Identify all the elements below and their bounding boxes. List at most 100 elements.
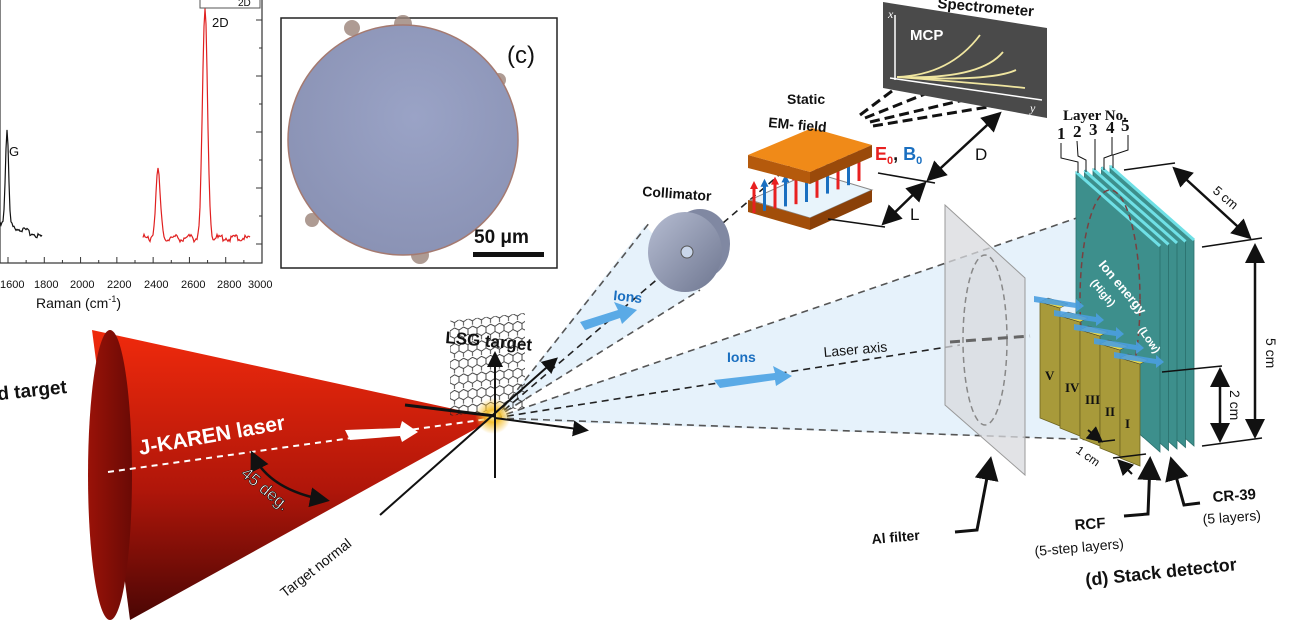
2d-band-curve <box>142 8 251 244</box>
raman-legend-box <box>199 0 261 9</box>
laser-axis-label: Laser axis <box>823 338 888 360</box>
raman-spectrum-panel: 2D G 2D 1600 1800 2000 2200 2400 2600 28… <box>0 0 272 311</box>
raman-plot-frame <box>0 0 263 264</box>
angle-arc <box>250 450 330 508</box>
field-arrow-head <box>781 174 790 183</box>
layer-numbers: 1 2 3 4 5 <box>1057 116 1130 143</box>
mcp-spectrometer: x y MCP Spectrometer <box>883 0 1047 118</box>
raman-legend-text: 2D <box>238 0 251 9</box>
rcf-step <box>1079 329 1101 447</box>
x-tick-label: 2000 <box>70 279 94 291</box>
target-surface-line <box>404 403 496 418</box>
layer-number: 2 <box>1073 122 1082 141</box>
depth-dim-arrow <box>1172 166 1252 240</box>
x-tick-label: 2200 <box>107 279 131 291</box>
rcf-step-label: III <box>1085 392 1100 407</box>
x-tick-label: 1600 <box>0 279 24 291</box>
al-filter: Al filter <box>871 203 1031 547</box>
step-dim-arrow-1 <box>1085 426 1104 443</box>
layer-number: 4 <box>1106 118 1115 137</box>
panel-c-label: (c) <box>507 42 535 69</box>
field-arrow-head <box>771 176 779 185</box>
laser-cone-base <box>88 330 132 620</box>
rcf-label: RCF <box>1074 515 1106 534</box>
target-normal-label: Target normal <box>277 535 354 600</box>
upper-plate-top <box>748 128 872 172</box>
rcf-sub-label: (5-step layers) <box>1034 535 1125 559</box>
step-dim-label: 1 cm <box>1073 443 1102 469</box>
dim-line-top <box>877 172 936 184</box>
height-dim-label: 5 cm <box>1263 338 1279 368</box>
laser-cone: J-KAREN laser 45 deg. <box>88 330 496 620</box>
rcf-ion-arrow <box>1114 352 1164 368</box>
rcf-step <box>1099 343 1121 457</box>
g-peak-label: G <box>9 144 19 159</box>
x-tick-label: 3000 <box>248 279 272 291</box>
beam-footprint-detector <box>1079 189 1141 411</box>
raman-y-ticks <box>256 19 262 245</box>
beam-footprint <box>962 254 1008 426</box>
raman-x-tick-labels: 1600 1800 2000 2200 2400 2600 2800 3000 <box>0 279 272 291</box>
horizontal-axis-arrow <box>494 417 589 437</box>
rcf-pointer <box>1123 456 1162 518</box>
mcp-label: MCP <box>910 27 943 44</box>
collimator-label: Collimator <box>642 183 713 204</box>
layer-leader-lines <box>1060 135 1129 173</box>
collimator: Collimator <box>642 183 730 292</box>
rcf-step-label: II <box>1105 404 1115 419</box>
step-dim-arrow-2 <box>1117 459 1135 477</box>
cr39-label: CR-39 <box>1212 486 1256 506</box>
depth-dim-line-bottom <box>1201 237 1263 248</box>
target-normal-line <box>379 357 558 516</box>
layer-number: 3 <box>1089 120 1098 139</box>
upper-plate-side <box>810 145 872 184</box>
field-arrow-head <box>760 178 769 187</box>
mcp-screen <box>883 2 1047 118</box>
cr39-layer-edge <box>1075 170 1161 248</box>
2d-peak-label: 2D <box>212 15 229 30</box>
em-field-label: EM- field <box>768 114 828 135</box>
upper-plate-front <box>748 155 810 184</box>
ions-lower: Ions <box>714 349 792 388</box>
cut-target-label: d target <box>0 377 68 405</box>
x-tick-label: 2400 <box>144 279 168 291</box>
layer-number: 5 <box>1121 116 1130 135</box>
dim-l-arrow <box>881 181 927 226</box>
mcp-y-axis <box>889 77 1043 101</box>
depth-dim-line-top <box>1123 162 1176 171</box>
static-label: Static <box>787 91 825 107</box>
mcp-y-label: y <box>1029 101 1036 115</box>
collimator-aperture <box>680 245 694 259</box>
x-tick-label: 2600 <box>181 279 205 291</box>
laser-axis-through-filter <box>949 334 1031 344</box>
rcf-step <box>1039 301 1061 427</box>
cr39-sub-label: (5 layers) <box>1202 507 1261 527</box>
laser-direction-arrow <box>345 421 418 442</box>
step-dim-line-2 <box>1112 453 1147 459</box>
rcf-step-label: I <box>1125 416 1130 431</box>
mcp-x-label: x <box>887 7 894 21</box>
cr39-layer-edge <box>1100 166 1187 243</box>
x-tick-label: 2800 <box>217 279 241 291</box>
ions-lower-label: Ions <box>727 349 756 365</box>
rcf-step <box>1059 315 1081 437</box>
raman-x-axis-label: Raman (cm-1) <box>36 294 121 311</box>
al-filter-label: Al filter <box>871 527 921 547</box>
rcf-dim-line-bottom <box>1201 437 1263 447</box>
rcf-ion-arrow <box>1034 296 1084 312</box>
layer-number: 1 <box>1057 124 1066 143</box>
al-filter-pointer <box>954 456 999 534</box>
scale-bar <box>473 252 544 257</box>
rcf-step-label: IV <box>1065 380 1080 395</box>
dim-l-label: L <box>910 205 919 224</box>
ions-upper-arrow <box>580 302 637 330</box>
mcp-traces <box>896 34 1026 89</box>
rcf-ion-arrow <box>1054 310 1104 326</box>
micrograph-panel: (c) 50 μm <box>280 15 558 269</box>
rcf-ion-arrow <box>1094 338 1144 354</box>
dim-d-arrow <box>926 111 1002 182</box>
dim-d-label: D <box>975 145 987 164</box>
